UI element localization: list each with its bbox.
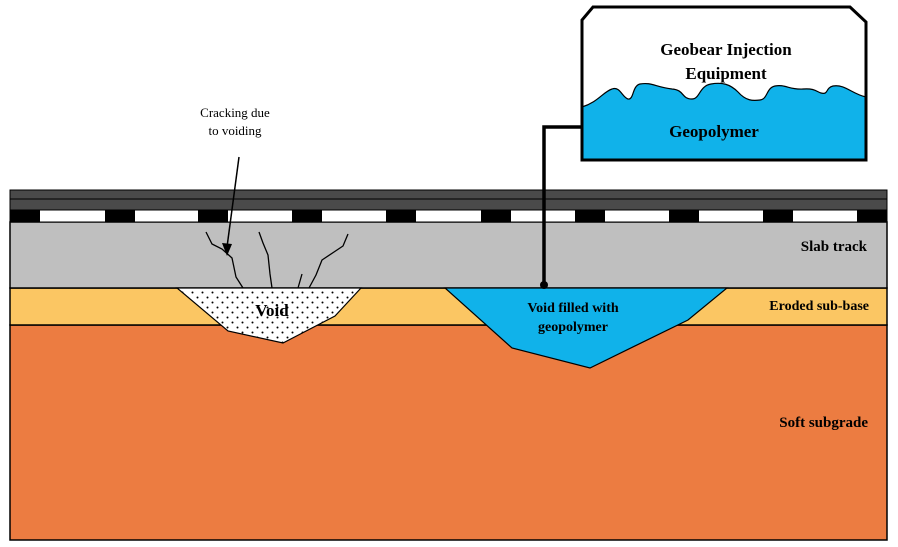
subbase-layer — [9, 287, 888, 326]
filled-void-label-line2: geopolymer — [538, 320, 608, 335]
equipment-box — [580, 5, 868, 162]
annotation-line2: to voiding — [208, 123, 262, 138]
rail-middle — [9, 198, 888, 211]
sleeper-band — [9, 209, 888, 223]
void-label: Void — [255, 301, 289, 320]
subgrade-label: Soft subgrade — [779, 415, 868, 431]
annotation-line1: Cracking due — [200, 105, 270, 120]
equipment-title-line1: Geobear Injection — [660, 40, 792, 59]
slab-layer — [9, 221, 888, 289]
filled-void-area — [443, 287, 729, 369]
geopolymer-label: Geopolymer — [669, 122, 759, 141]
injection-pipe — [542, 125, 582, 283]
slab-track-label: Slab track — [801, 239, 868, 255]
subbase-label: Eroded sub-base — [769, 299, 869, 314]
sleepers — [10, 210, 887, 222]
void-area — [175, 287, 363, 344]
crack-arrow — [222, 156, 240, 256]
rail-top — [9, 189, 888, 200]
injection-point — [540, 281, 548, 289]
filled-void-label-line1: Void filled with — [527, 301, 618, 316]
equipment-title-line2: Equipment — [685, 64, 767, 83]
subgrade-layer — [9, 324, 888, 541]
